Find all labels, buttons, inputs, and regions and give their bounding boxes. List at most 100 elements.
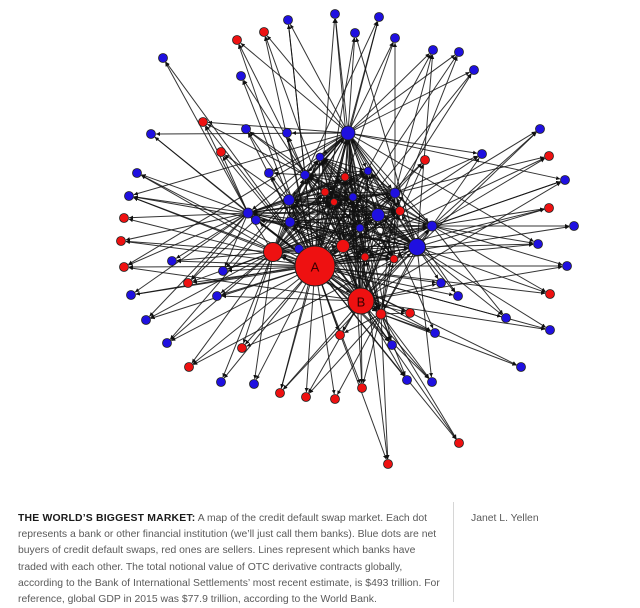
- buyer-bank-node: [430, 328, 440, 338]
- trade-edge: [431, 158, 545, 227]
- buyer-bank-node: [390, 33, 400, 43]
- trade-edge: [164, 62, 249, 214]
- trade-edge: [431, 225, 504, 315]
- buyer-bank-node: [158, 53, 168, 63]
- buyer-bank-node: [426, 220, 438, 232]
- trade-edge: [150, 265, 316, 320]
- trade-edge: [133, 195, 249, 214]
- seller-bank-node: [184, 362, 194, 372]
- trade-edge: [191, 251, 274, 364]
- trade-edge: [308, 313, 382, 394]
- trade-edge: [293, 203, 344, 247]
- trade-edge: [221, 294, 362, 302]
- trade-edge: [394, 163, 423, 194]
- trade-edge: [347, 42, 394, 134]
- trade-edge: [380, 313, 430, 379]
- buyer-bank-node: [162, 338, 172, 348]
- trade-edge: [326, 195, 366, 258]
- trade-edge: [238, 44, 306, 176]
- buyer-bank-node: [389, 187, 401, 199]
- trade-edge: [431, 131, 537, 227]
- buyer-bank-node: [264, 168, 274, 178]
- trade-edge: [207, 120, 349, 134]
- trade-edge: [383, 246, 418, 310]
- trade-edge: [347, 71, 470, 134]
- buyer-bank-node: [218, 266, 228, 276]
- trade-edge: [328, 170, 369, 191]
- trade-edge: [133, 132, 349, 196]
- trade-edge: [193, 246, 418, 366]
- trade-edge: [150, 251, 274, 319]
- trade-edge: [133, 197, 274, 253]
- seller-bank-node: [360, 252, 370, 262]
- trade-edge: [336, 313, 382, 395]
- trade-edge: [383, 225, 433, 310]
- seller-bank-node: [544, 151, 554, 161]
- trade-edge: [377, 214, 393, 255]
- caption-body: A map of the credit default swap market.…: [18, 513, 440, 606]
- trade-edge: [128, 266, 362, 302]
- trade-edge: [155, 131, 349, 136]
- buyer-bank-node: [242, 207, 254, 219]
- trade-edge: [319, 156, 364, 171]
- buyer-bank-node: [355, 223, 365, 233]
- trade-edge: [380, 313, 517, 366]
- seller-bank-node: [320, 187, 330, 197]
- trade-edge: [416, 242, 534, 248]
- trade-edge: [380, 313, 457, 439]
- seller-bank-node: [420, 155, 430, 165]
- buyer-bank-node: [236, 71, 246, 81]
- trade-edge: [360, 300, 430, 379]
- seller-bank-node: [259, 27, 269, 37]
- trade-edge: [289, 179, 305, 223]
- trade-edge: [352, 196, 392, 256]
- buyer-bank-node: [300, 170, 310, 180]
- trade-edge: [348, 178, 401, 212]
- buyer-bank-node: [374, 12, 384, 22]
- seller-bank-node: [340, 172, 350, 182]
- buyer-bank-node: [402, 375, 412, 385]
- trade-edge: [323, 159, 346, 178]
- seller-bank-node: [216, 147, 226, 157]
- trade-edge: [322, 159, 379, 216]
- buyer-bank-node: [141, 315, 151, 325]
- trade-edge: [342, 213, 397, 247]
- trade-edge: [360, 182, 561, 302]
- trade-edge: [288, 137, 306, 176]
- trade-edge: [347, 132, 429, 223]
- trade-edge: [304, 174, 363, 254]
- seller-bank-node: [183, 278, 193, 288]
- buyer-bank-node: [350, 28, 360, 38]
- trade-edge: [416, 246, 546, 293]
- buyer-bank-node: [284, 216, 296, 228]
- trade-edge: [141, 174, 249, 214]
- trade-edge: [322, 160, 395, 260]
- trade-edge: [253, 213, 291, 223]
- trade-edge: [431, 225, 534, 245]
- node-label-b: B: [357, 295, 366, 310]
- buyer-bank-node: [315, 152, 325, 162]
- seller-bank-node: [237, 343, 247, 353]
- trade-edge: [416, 246, 456, 293]
- seller-bank-node: [357, 383, 367, 393]
- trade-edge: [431, 225, 563, 266]
- trade-edge: [128, 212, 249, 220]
- trade-edge: [308, 300, 362, 393]
- caption-lead: THE WORLD’S BIGGEST MARKET:: [18, 513, 196, 524]
- buyer-bank-node: [126, 290, 136, 300]
- buyer-bank-node: [282, 128, 292, 138]
- trade-edge: [266, 35, 349, 134]
- trade-edge: [289, 24, 349, 134]
- trade-edge: [392, 192, 397, 255]
- trade-edge: [364, 175, 370, 258]
- trade-edge: [394, 156, 545, 194]
- trade-edge: [222, 251, 274, 378]
- trade-edge: [253, 251, 274, 380]
- buyer-bank-node: [348, 192, 358, 202]
- trade-edge: [222, 156, 249, 214]
- trade-edge: [314, 265, 336, 395]
- trade-edge: [247, 209, 396, 214]
- trade-edge: [347, 132, 561, 181]
- trade-edge: [171, 265, 316, 342]
- trade-edge: [224, 212, 249, 267]
